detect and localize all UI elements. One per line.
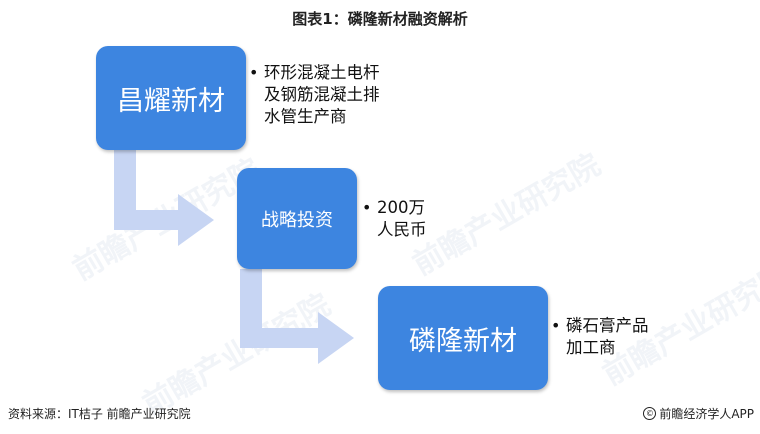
brand-label: 前瞻经济学人APP: [659, 407, 754, 421]
desc-line: 及钢筋混凝土排: [264, 85, 380, 104]
node-desc-linlong: 磷石膏产品 加工商: [551, 315, 706, 359]
desc-line: 人民币: [377, 220, 427, 239]
node-label: 磷隆新材: [409, 325, 517, 357]
node-label: 昌耀新材: [117, 85, 225, 117]
node-box-linlong: 磷隆新材: [378, 286, 548, 390]
node-label: 战略投资: [261, 209, 333, 231]
figure-title: 图表1：磷隆新材融资解析: [292, 10, 468, 28]
node-box-investment: 战略投资: [237, 168, 357, 269]
desc-line: 磷石膏产品: [566, 316, 649, 335]
node-box-changyao: 昌耀新材: [96, 46, 246, 150]
desc-line: 水管生产商: [264, 107, 347, 126]
desc-line: 加工商: [566, 338, 616, 357]
source-note: 资料来源：IT桔子 前瞻产业研究院: [8, 407, 191, 421]
bent-arrow-1: [114, 150, 214, 246]
desc-line: 200万: [377, 198, 425, 217]
node-desc-investment: 200万 人民币: [362, 197, 457, 241]
bent-arrow-2: [240, 269, 354, 364]
copyright-icon: ©: [643, 407, 657, 420]
node-desc-changyao: 环形混凝土电杆 及钢筋混凝土排 水管生产商: [249, 62, 424, 128]
brand-note: © 前瞻经济学人APP: [643, 405, 754, 422]
desc-line: 环形混凝土电杆: [264, 63, 380, 82]
